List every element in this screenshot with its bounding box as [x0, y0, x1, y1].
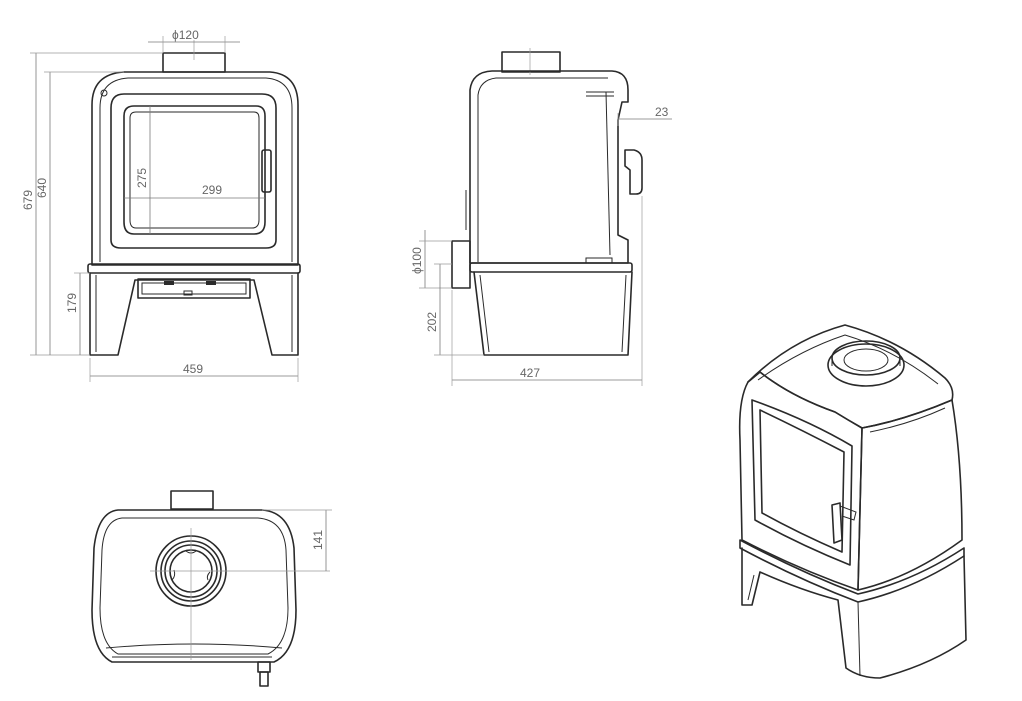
iso-door: [751, 399, 853, 566]
dim-flue-diameter: ϕ120: [172, 28, 199, 42]
front-knob: [100, 89, 108, 97]
front-door: [110, 93, 277, 249]
top-handle-stub: [257, 661, 271, 673]
top-outline: [91, 509, 297, 663]
iso-side-face: [857, 399, 963, 591]
dim-rear-outlet-diameter: ϕ100: [410, 247, 424, 274]
side-flue-collar: [501, 51, 561, 73]
top-view: 141: [91, 490, 332, 687]
side-rear-outlet: [451, 240, 471, 289]
dim-window-height: 275: [135, 168, 149, 188]
front-view: ϕ120 679 640 179 275 299 459: [21, 28, 301, 382]
dim-handle-offset: 23: [655, 105, 669, 119]
side-view: 23 ϕ100 202 427: [410, 48, 672, 386]
front-pedestal: [89, 272, 299, 356]
iso-flue-collar: [827, 343, 905, 387]
iso-handle: [831, 502, 843, 544]
iso-pedestal: [741, 547, 967, 679]
dim-side-depth: 427: [520, 366, 540, 380]
iso-top-surface: [747, 324, 954, 429]
front-body-outline: [91, 71, 299, 266]
side-pedestal: [473, 271, 633, 356]
iso-glass: [759, 409, 845, 553]
dim-top-flue-offset: 141: [311, 530, 325, 550]
front-handle: [261, 149, 272, 193]
front-glass: [123, 105, 266, 235]
dim-base-height: 179: [65, 293, 79, 313]
iso-base-band: [739, 539, 965, 603]
front-base-band: [87, 263, 301, 274]
top-flue-stub: [170, 490, 214, 510]
side-handle: [624, 149, 643, 195]
dim-rear-outlet-height: 202: [425, 312, 439, 332]
dim-front-width: 459: [183, 362, 203, 376]
dim-body-height: 640: [35, 178, 49, 198]
dim-total-height: 679: [21, 190, 35, 210]
side-body-outline: [469, 70, 629, 264]
isometric-view: [738, 324, 967, 679]
dim-window-width: 299: [202, 183, 222, 197]
front-ash-drawer: [137, 278, 251, 299]
side-base-band: [469, 262, 633, 273]
